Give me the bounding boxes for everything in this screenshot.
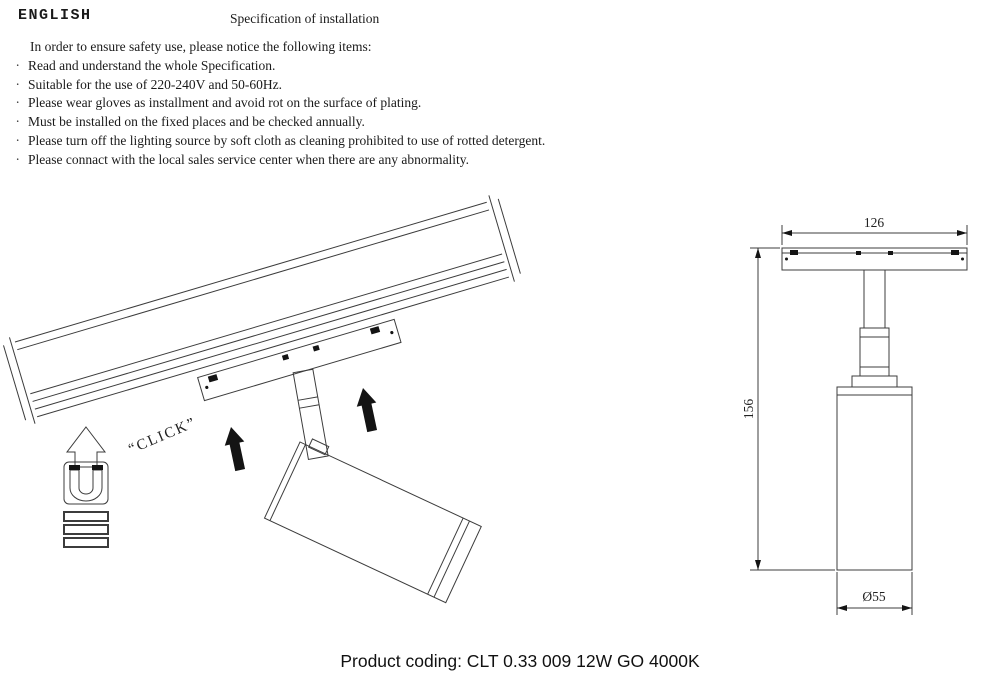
- instruction-text: Must be installed on the fixed places an…: [28, 114, 365, 130]
- installation-diagram: “CLICK”: [0, 190, 540, 630]
- dim-width-label: 126: [864, 215, 885, 230]
- product-coding: Product coding: CLT 0.33 009 12W GO 4000…: [340, 651, 700, 671]
- instruction-text: Suitable for the use of 220-240V and 50-…: [28, 76, 282, 92]
- instruction-text: Please wear gloves as installment and av…: [28, 95, 422, 111]
- instruction-item: Must be installed on the fixed places an…: [14, 109, 694, 132]
- instruction-item: Please wear gloves as installment and av…: [14, 90, 694, 113]
- magnet-icon: [63, 426, 109, 548]
- dim-height-label: 156: [741, 399, 756, 420]
- instruction-item: Please turn off the lighting source by s…: [14, 128, 694, 151]
- instruction-text: Read and understand the whole Specificat…: [28, 57, 276, 73]
- width-dimension: [781, 225, 968, 245]
- language-label: ENGLISH: [18, 7, 92, 24]
- dimension-diagram: 126: [740, 215, 990, 630]
- fixture-stem: [851, 269, 898, 388]
- diameter-dimension: [836, 572, 913, 615]
- dim-diameter-label: Ø55: [862, 589, 885, 604]
- push-arrow: [224, 427, 246, 472]
- lamp-arm: [292, 368, 329, 460]
- track-rail: [3, 195, 521, 424]
- instruction-item: Please connact with the local sales serv…: [14, 147, 694, 170]
- lamp-head: [263, 438, 482, 604]
- instructions-intro: In order to ensure safety use, please no…: [30, 39, 372, 54]
- push-arrow: [356, 388, 378, 433]
- click-label: “CLICK”: [126, 415, 199, 458]
- fixture-drawing: [781, 247, 968, 571]
- fixture-body: [836, 386, 913, 571]
- instruction-item: Suitable for the use of 220-240V and 50-…: [14, 72, 694, 95]
- instruction-text: Please turn off the lighting source by s…: [28, 132, 546, 148]
- page-title: Specification of installation: [230, 11, 380, 26]
- fixture-track-adapter: [781, 247, 968, 271]
- instruction-text: Please connact with the local sales serv…: [28, 151, 470, 167]
- instruction-item: Read and understand the whole Specificat…: [14, 53, 694, 76]
- safety-instructions: In order to ensure safety use, please no…: [14, 38, 694, 170]
- height-dimension: [750, 247, 835, 571]
